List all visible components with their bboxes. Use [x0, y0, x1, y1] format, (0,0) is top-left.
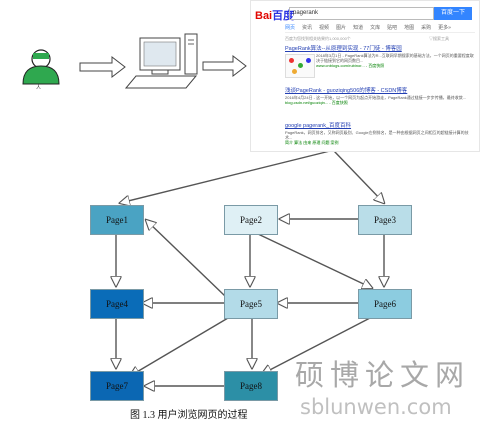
tab-more[interactable]: 更多»: [438, 25, 451, 31]
node-page3: Page3: [358, 205, 412, 235]
edge-page5-to-page1: [146, 220, 226, 297]
node-page4: Page4: [90, 289, 144, 319]
result-url[interactable]: www.cnblogs.com/rubinor... - 百度快照: [316, 63, 385, 68]
arrow-computer-to-search: [202, 54, 247, 78]
logo-text-a: Bai: [255, 10, 273, 22]
search-tabs: 网页资讯视频图片知道文库贴吧地图采购更多»: [285, 24, 475, 33]
tab-news[interactable]: 资讯: [302, 25, 313, 31]
result-links[interactable]: 简介 算法 由来 原理 问题 案例: [285, 140, 339, 145]
result-title[interactable]: 浅谈PageRank - guoziqing506的博客 - CSDN博客: [285, 88, 408, 94]
figure-caption: 图 1.3 用户浏览网页的过程: [130, 410, 248, 421]
watermark-text: 硕博论文网: [295, 358, 471, 392]
arrow-user-to-computer: [79, 55, 126, 79]
result-desc: 2018年3月1日 - PageRank算法为R...互联网早期搜索的基础方法，…: [316, 53, 474, 63]
watermark-url: sblunwen.com: [300, 395, 452, 419]
edge-page6-to-page8: [262, 317, 371, 374]
tab-wenku[interactable]: 文库: [370, 25, 381, 31]
result-title[interactable]: google pagerank_百度百科: [285, 123, 352, 129]
result-thumbnail: [285, 54, 315, 78]
search-tools[interactable]: ▽搜索工具: [429, 36, 449, 41]
result-item: 浅谈PageRank - guoziqing506的博客 - CSDN博客 20…: [285, 86, 475, 106]
computer-icon: [124, 33, 198, 89]
tab-web[interactable]: 网页: [285, 25, 296, 31]
tab-images[interactable]: 图片: [336, 25, 347, 31]
tab-video[interactable]: 视频: [319, 25, 330, 31]
tab-zhidao[interactable]: 知道: [353, 25, 364, 31]
node-page2: Page2: [224, 205, 278, 235]
tab-caigou[interactable]: 采购: [421, 25, 432, 31]
node-page5: Page5: [224, 289, 278, 319]
logo-text-b: 百度: [272, 10, 295, 22]
tab-map[interactable]: 地图: [404, 25, 415, 31]
edge-page5-to-page7: [130, 317, 229, 376]
result-count: 百度为您找到相关结果约1,000,000个: [285, 36, 351, 41]
search-button[interactable]: 百度一下: [434, 7, 472, 20]
edge-search-to-page1: [120, 150, 331, 203]
user-icon: [22, 49, 60, 85]
user-label: 人: [36, 85, 42, 91]
result-title[interactable]: PageRank算法--从原理到实现 - 77门徒 - 博客园: [285, 46, 402, 52]
result-desc: PageRank，网页排名，又称网页级别、Google左侧排名，是一种由根据网页…: [285, 130, 469, 140]
baidu-logo: Bai百度: [255, 7, 294, 23]
result-desc: 2016年4月24日 - 这一开始，以一个网页为起点开始游走，PageRank通…: [285, 95, 467, 100]
node-page7: Page7: [90, 371, 144, 401]
node-page1: Page1: [90, 205, 144, 235]
edge-search-to-page3: [333, 150, 384, 203]
node-page8: Page8: [224, 371, 278, 401]
search-results-panel: Bai百度 pagerank 百度一下 网页资讯视频图片知道文库贴吧地图采购更多…: [250, 0, 480, 152]
node-page6: Page6: [358, 289, 412, 319]
result-url[interactable]: blog.csdn.net/guoziqin... - 百度快照: [285, 100, 348, 105]
tab-tieba[interactable]: 贴吧: [387, 25, 398, 31]
result-item: PageRank算法--从原理到实现 - 77门徒 - 博客园 2018年3月1…: [285, 44, 475, 89]
search-input[interactable]: pagerank: [289, 7, 434, 20]
result-item: google pagerank_百度百科 PageRank，网页排名，又称网页级…: [285, 121, 475, 146]
edge-page2-to-page6: [257, 233, 372, 288]
